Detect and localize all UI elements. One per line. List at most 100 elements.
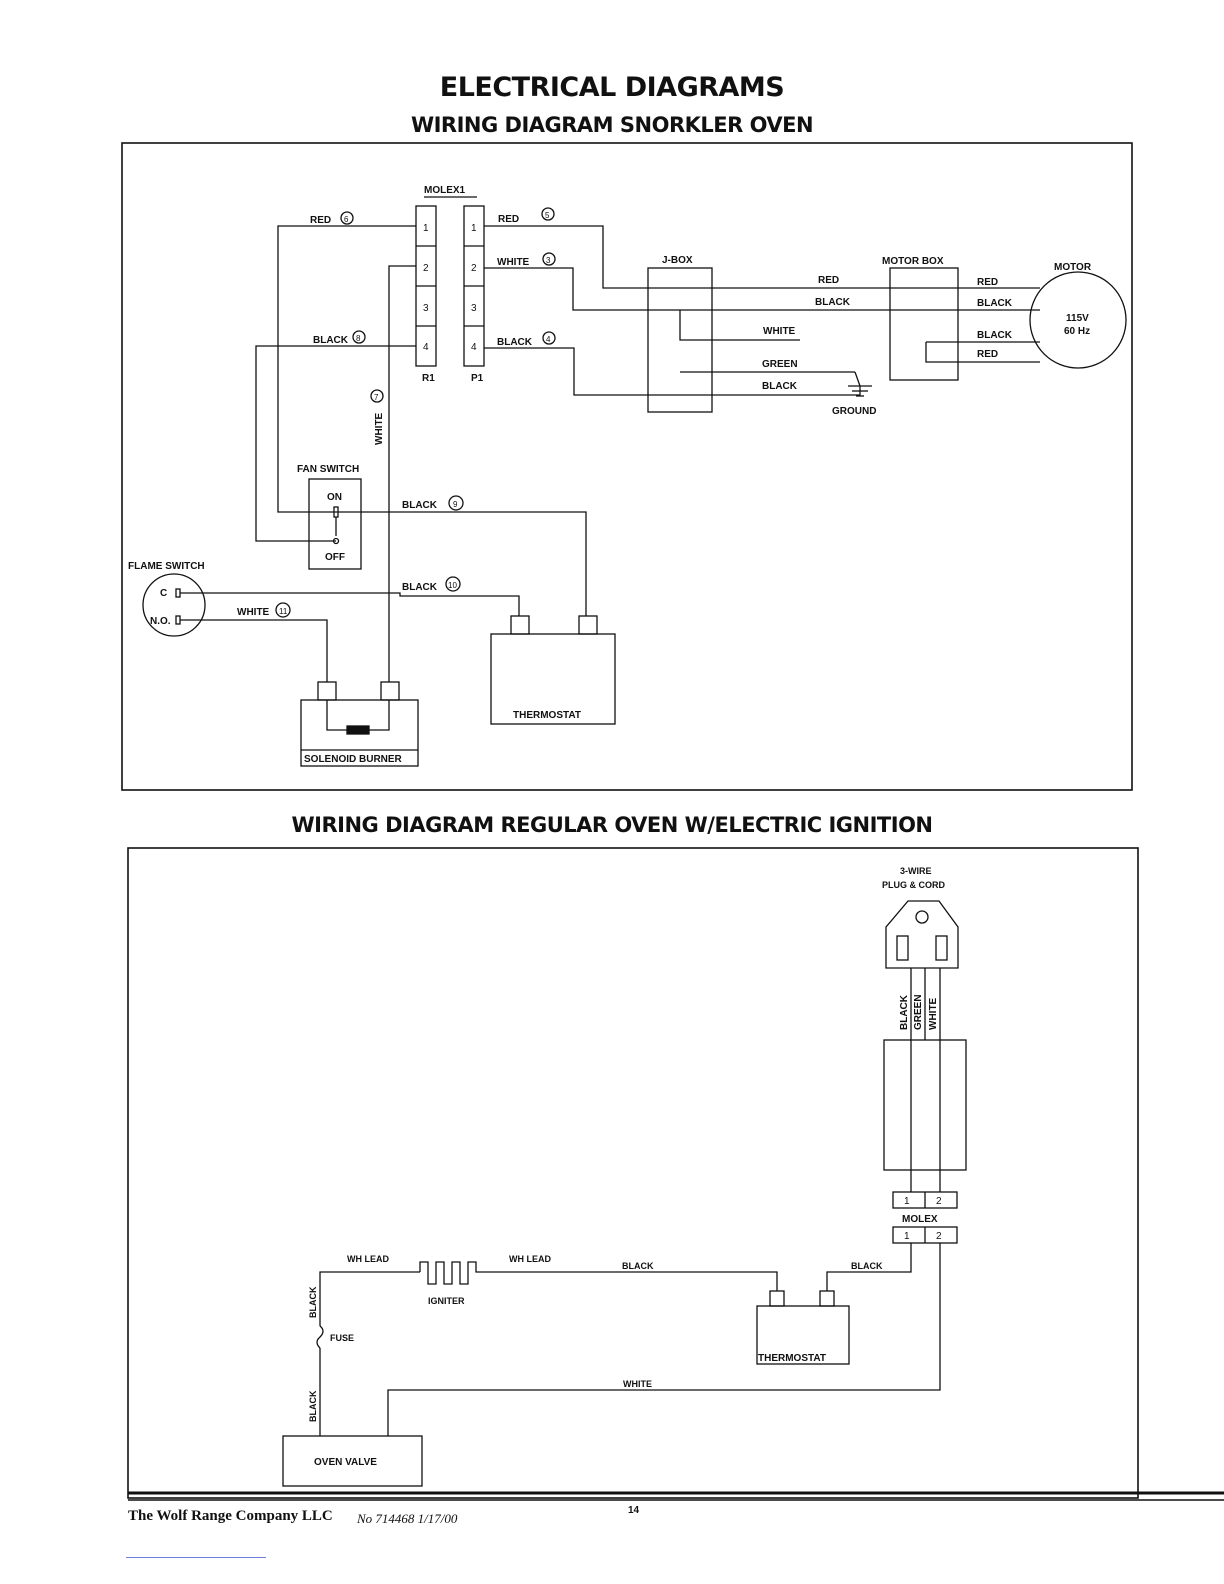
cord-housing (883, 1039, 967, 1171)
motor-frequency: 60 Hz (1064, 326, 1090, 337)
ground-symbol: GROUND (832, 371, 876, 417)
r1-pin-4: 4 (423, 342, 429, 353)
r1-pin-2: 2 (423, 263, 429, 274)
motor-box-label: MOTOR BOX (882, 256, 944, 267)
motor-voltage: 115V (1066, 313, 1089, 324)
ground-label: GROUND (832, 406, 876, 417)
flame-switch-c: C (160, 588, 167, 599)
wire-3-number: 3 (546, 256, 551, 265)
wire-11-number: 11 (279, 607, 288, 616)
oven-valve: OVEN VALVE (282, 1435, 423, 1487)
igniter-label: IGNITER (428, 1296, 465, 1306)
wire-black-8-label: BLACK (313, 335, 349, 346)
flame-switch: FLAME SWITCH C N.O. (128, 561, 206, 637)
snorkler-thermostat: THERMOSTAT (490, 615, 616, 725)
motorbox-black2-label: BLACK (977, 330, 1013, 341)
plug-label-line1: 3-WIRE (900, 866, 932, 876)
igniter-symbol (419, 1261, 480, 1285)
page-number: 14 (628, 1505, 640, 1516)
motorbox-red2-label: RED (977, 349, 998, 360)
wire-black-10 (180, 592, 520, 616)
wire-5-number: 5 (545, 211, 550, 220)
page-title: ELECTRICAL DIAGRAMS (439, 72, 785, 103)
snorkler-frame (121, 142, 1133, 791)
wire-white-3 (484, 267, 1040, 311)
jbox-red-label: RED (818, 275, 839, 286)
fuse-symbol (316, 1325, 324, 1349)
jbox-black2-label: BLACK (762, 381, 798, 392)
regular-oven-diagram: 3-WIRE PLUG & CORD BLACK GREEN WHITE 1 2… (127, 847, 1224, 1501)
p1-pin-2: 2 (471, 263, 477, 274)
regular-oven-diagram-title: WIRING DIAGRAM REGULAR OVEN W/ELECTRIC I… (291, 813, 934, 837)
wire-white-7 (388, 265, 416, 682)
wire-red-5 (484, 225, 1040, 289)
r1-label: R1 (422, 373, 435, 384)
j-box: J-BOX RED BLACK WHITE GREEN BLACK (647, 255, 855, 413)
wire-white-11-label: WHITE (237, 607, 270, 618)
flame-switch-label: FLAME SWITCH (128, 561, 205, 572)
p1-label: P1 (471, 373, 484, 384)
wire-black-thermostat-igniter (480, 1271, 778, 1291)
molex-top-pin-2: 2 (936, 1196, 942, 1207)
footer-document-number: No 714468 1/17/00 (357, 1511, 458, 1526)
plug-label-line2: PLUG & CORD (882, 880, 946, 890)
motorbox-black-label: BLACK (977, 298, 1013, 309)
wire-white-7-label: WHITE (374, 412, 385, 445)
wire-black-igniter-fuse (319, 1271, 420, 1326)
p1-pin-3: 3 (471, 303, 477, 314)
plug-and-cord: 3-WIRE PLUG & CORD (882, 866, 959, 969)
regular-thermostat: THERMOSTAT (756, 1290, 850, 1365)
wire-black-10-label: BLACK (402, 582, 438, 593)
wire-red-5-label: RED (498, 214, 519, 225)
molex1-label: MOLEX1 (424, 185, 466, 196)
regular-thermostat-label: THERMOSTAT (758, 1353, 826, 1364)
molex1-connector: MOLEX1 1 2 3 4 1 2 3 4 R1 P1 (415, 185, 485, 384)
molex-bottom-pin-1: 1 (904, 1231, 910, 1242)
snorkler-diagram: MOLEX1 1 2 3 4 1 2 3 4 R1 P1 RED 6 WHITE… (121, 142, 1133, 791)
jbox-white-label: WHITE (763, 326, 796, 337)
wire-white-to-valve (387, 1243, 941, 1436)
wire-black-4-label: BLACK (497, 337, 533, 348)
molex-connector: 1 2 MOLEX 1 2 (892, 1191, 958, 1244)
wire-6-number: 6 (344, 215, 349, 224)
wire-black-label-2: BLACK (851, 1261, 883, 1271)
fan-switch: FAN SWITCH ON OFF (297, 464, 362, 570)
wire-black-4 (484, 347, 861, 396)
wire-red-6-label: RED (310, 215, 331, 226)
p1-pin-1: 1 (471, 223, 477, 234)
r1-pin-1: 1 (423, 223, 429, 234)
wire-black-label-1: BLACK (622, 1261, 654, 1271)
solenoid-burner: SOLENOID BURNER (300, 681, 419, 767)
wire-black-to-thermostat (826, 1243, 912, 1291)
motor-box: MOTOR BOX RED BLACK BLACK RED (882, 256, 1040, 381)
fuse-label: FUSE (330, 1333, 354, 1343)
snorkler-diagram-title: WIRING DIAGRAM SNORKLER OVEN (410, 113, 814, 137)
wire-white-11 (180, 619, 328, 682)
jbox-black-label: BLACK (815, 297, 851, 308)
footer-rule (126, 1557, 266, 1558)
wire-black-vertical-2: BLACK (308, 1390, 318, 1422)
fan-switch-label: FAN SWITCH (297, 464, 359, 475)
r1-pin-3: 3 (423, 303, 429, 314)
p1-pin-4: 4 (471, 342, 477, 353)
wire-9-number: 9 (453, 500, 458, 509)
thermostat-label: THERMOSTAT (513, 710, 581, 721)
solenoid-burner-label: SOLENOID BURNER (304, 754, 403, 765)
wh-lead-right-label: WH LEAD (509, 1254, 551, 1264)
wire-white-3-label: WHITE (497, 257, 530, 268)
wire-red-6 (277, 225, 587, 616)
wire-white-label: WHITE (623, 1379, 652, 1389)
j-box-label: J-BOX (662, 255, 693, 266)
wire-black-9-label: BLACK (402, 500, 438, 511)
wire-7-number: 7 (374, 393, 379, 402)
motorbox-red-label: RED (977, 277, 998, 288)
flame-switch-no: N.O. (150, 616, 171, 627)
footer-company: The Wolf Range Company LLC (128, 1508, 333, 1524)
fan-switch-off: OFF (325, 552, 345, 563)
regular-oven-frame (127, 847, 1139, 1499)
motor-label: MOTOR (1054, 262, 1092, 273)
motor: MOTOR 115V 60 Hz (1029, 262, 1127, 369)
wh-lead-left-label: WH LEAD (347, 1254, 389, 1264)
cord-black-label: BLACK (899, 994, 910, 1030)
